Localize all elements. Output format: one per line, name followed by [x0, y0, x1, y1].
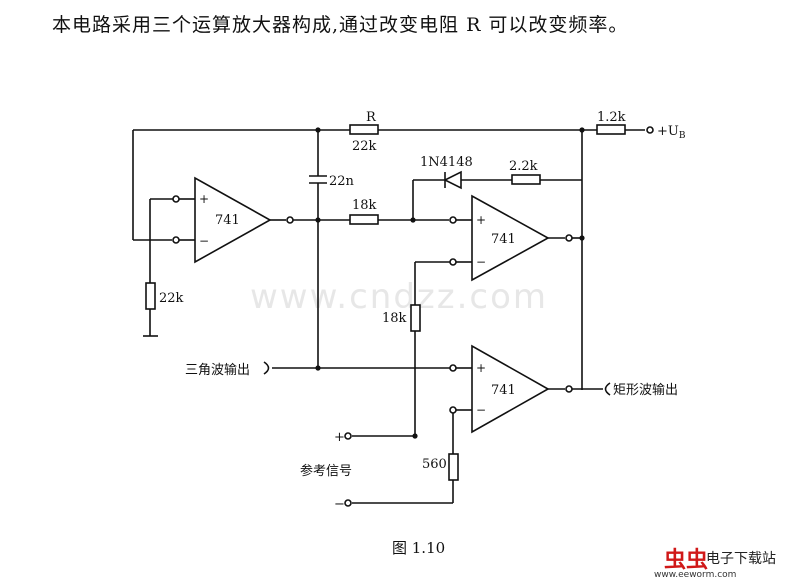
resistor-1-2k: [596, 124, 626, 135]
label-r-bottom: 560: [422, 457, 447, 472]
opamp-3-plus: +: [476, 361, 486, 375]
opamp-1: [194, 176, 272, 264]
figure-caption: 图 1.10: [392, 539, 446, 557]
resistor-18k-ref: [410, 304, 421, 332]
label-r-in: 18k: [352, 198, 377, 213]
logo-mark: 虫虫: [664, 548, 709, 573]
opamp-3-minus: −: [476, 403, 486, 417]
opamp-1-label: 741: [215, 213, 240, 228]
diode-1n4148: [443, 170, 462, 190]
label-supply: +UB: [657, 124, 686, 141]
label-rect-out: 矩形波输出: [613, 382, 678, 398]
label-cap: 22n: [329, 174, 355, 189]
label-r-value: 22k: [352, 139, 377, 154]
site-logo: 虫虫 电子下载站 www.eeworm.com: [652, 540, 798, 584]
opamp-3: [471, 344, 550, 434]
label-minus-terminal: −: [334, 497, 345, 512]
label-r-ref: 18k: [382, 311, 407, 326]
label-ref-signal: 参考信号: [300, 463, 352, 479]
opamp-2-minus: −: [476, 255, 486, 269]
resistor-18k-input: [349, 214, 379, 225]
intro-text: 本电路采用三个运算放大器构成,通过改变电阻 R 可以改变频率。: [52, 14, 629, 36]
opamp-1-minus: −: [199, 234, 209, 248]
resistor-r: [349, 124, 379, 135]
opamp-1-plus: +: [199, 192, 209, 206]
opamp-2-label: 741: [491, 232, 516, 247]
resistor-2-2k: [511, 174, 541, 185]
label-diode: 1N4148: [420, 155, 473, 170]
resistor-560: [448, 453, 459, 481]
opamp-3-label: 741: [491, 383, 516, 398]
opamp-2-plus: +: [476, 213, 486, 227]
resistor-22k-ground: [145, 282, 156, 310]
label-r-ground: 22k: [159, 291, 184, 306]
label-plus-terminal: +: [334, 430, 345, 445]
label-r-diode: 2.2k: [509, 159, 538, 174]
label-tri-out: 三角波输出: [185, 362, 250, 378]
logo-url: www.eeworm.com: [654, 570, 737, 580]
logo-name: 电子下载站: [706, 551, 776, 567]
label-r: R: [366, 110, 377, 125]
opamp-2: [471, 194, 550, 282]
label-r-supply: 1.2k: [597, 110, 626, 125]
watermark: www.cndzz.com: [250, 277, 549, 317]
